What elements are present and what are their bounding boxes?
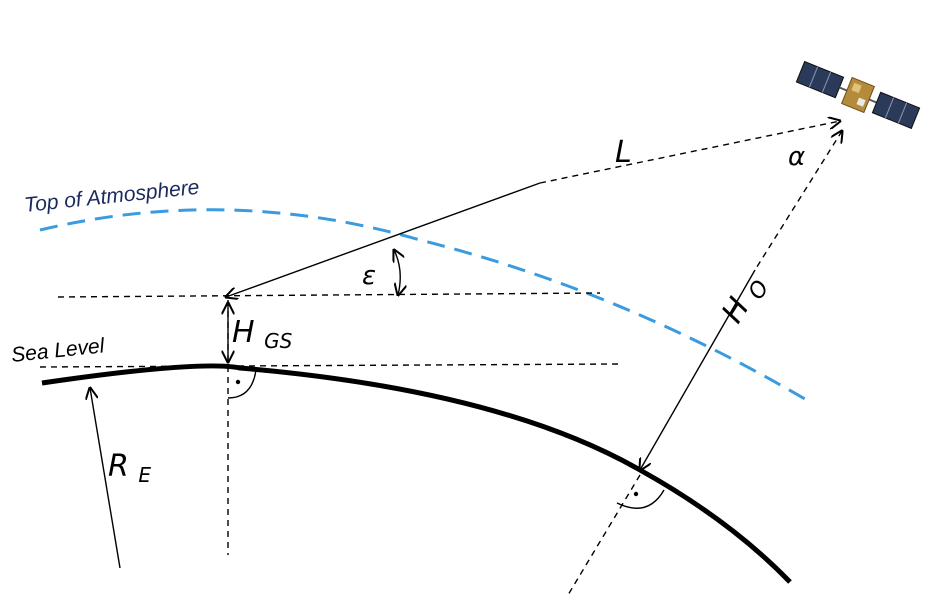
earth-surface [41, 363, 792, 584]
station-horizon-line [57, 292, 601, 298]
orbit-height-dashed-upper [754, 131, 842, 271]
slant-range-label: L [615, 135, 632, 170]
station-right-angle-dot [235, 379, 241, 385]
elevation-angle-label: ε [362, 261, 376, 291]
slant-range-solid [226, 182, 541, 297]
nadir-right-angle-mark [616, 489, 665, 509]
earth-radius-subscript: E [138, 463, 151, 487]
earth-radius-label: R E [108, 449, 151, 487]
atmosphere-boundary [39, 208, 811, 404]
sea-level-tangent-line [39, 363, 621, 368]
nadir-angle-label: α [788, 142, 805, 172]
earth-radius-arrow [90, 388, 121, 569]
orbit-height-dashed-lower [567, 474, 641, 596]
station-right-angle-mark [227, 369, 257, 399]
station-height-main: H [232, 315, 255, 350]
top-of-atmosphere-label: Top of Atmosphere [23, 176, 200, 217]
orbit-height-solid [640, 269, 756, 470]
orbit-height-main: H [715, 292, 757, 330]
elevation-angle-arc [394, 250, 400, 295]
nadir-right-angle-dot [633, 491, 639, 497]
orbit-height-label: H O [715, 269, 774, 332]
earth-radius-main: R [108, 449, 129, 484]
station-height-subscript: GS [264, 329, 292, 353]
satellite-icon [795, 60, 921, 130]
station-height-label: H GS [232, 315, 293, 353]
sea-level-label: Sea Level [10, 334, 107, 367]
slant-range-dashed [539, 121, 840, 184]
